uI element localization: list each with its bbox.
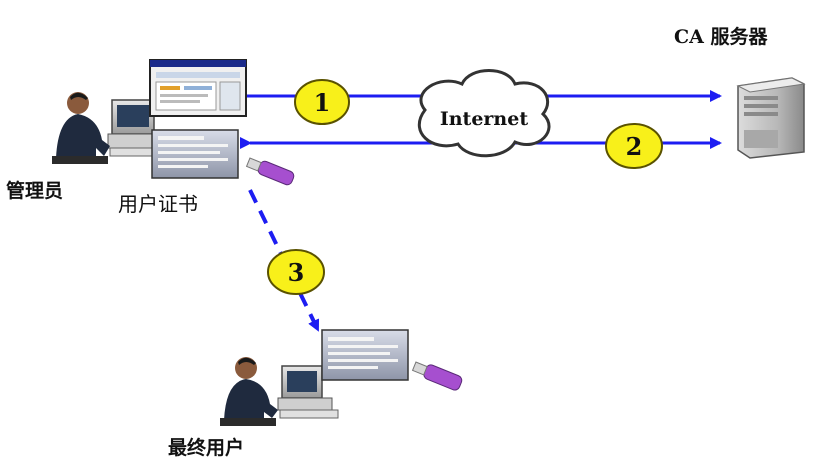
server-tower-icon [736, 77, 806, 159]
internet-label: Internet [440, 108, 528, 130]
user-certificate-label: 用户证书 [118, 192, 198, 216]
ca-server-label: CA 服务器 [674, 26, 768, 48]
step-1-badge: 1 [294, 79, 350, 125]
step-2-number: 2 [626, 132, 643, 161]
end-user-certificate-icon [321, 329, 409, 381]
admin-label: 管理员 [6, 180, 64, 202]
step-1-number: 1 [314, 88, 331, 117]
step-3-number: 3 [288, 258, 305, 287]
end-user-usb-key-icon [411, 361, 463, 391]
internet-cloud-icon: Internet [417, 69, 551, 158]
end-user-person-at-computer-icon [220, 357, 339, 426]
step-3-badge: 3 [267, 249, 325, 295]
step-2-badge: 2 [605, 123, 663, 169]
end-user-label: 最终用户 [168, 437, 245, 459]
admin-usb-key-icon [245, 157, 295, 186]
admin-person-at-computer-icon [52, 92, 171, 164]
admin-certificate-icon [151, 129, 239, 179]
browser-window-icon [149, 59, 247, 117]
